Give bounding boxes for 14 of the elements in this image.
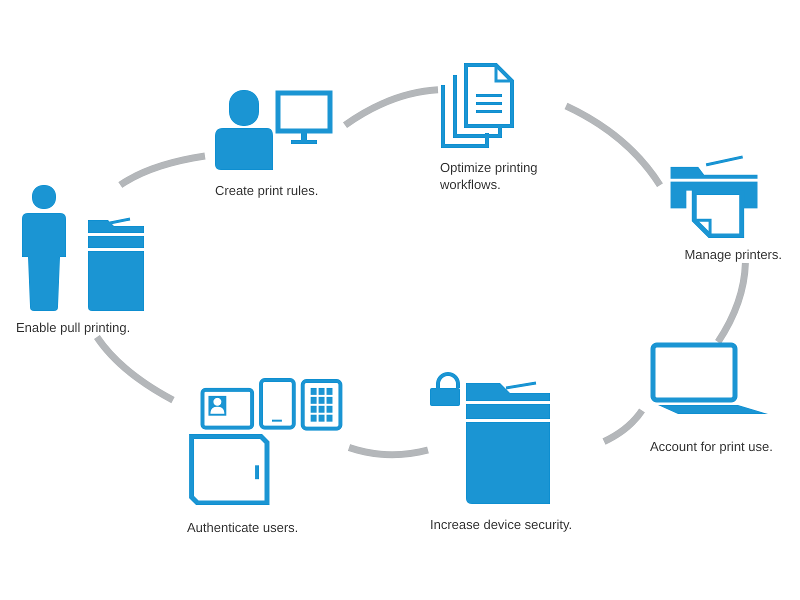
connector-arc <box>94 334 175 404</box>
connector-arc <box>348 444 429 458</box>
connector-arc <box>715 262 749 344</box>
step-caption: Manage printers. <box>684 246 782 263</box>
connector-arc <box>118 152 206 188</box>
connector-arc <box>343 86 438 128</box>
step-caption: Create print rules. <box>215 182 318 199</box>
step-caption: Increase device security. <box>430 516 572 533</box>
step-caption: Authenticate users. <box>187 519 298 536</box>
step-caption: Enable pull printing. <box>16 319 130 336</box>
connector-arc <box>602 408 645 445</box>
step-caption: Optimize printing workflows. <box>440 159 539 193</box>
step-caption: Account for print use. <box>650 438 773 455</box>
connector-arc <box>564 102 663 188</box>
